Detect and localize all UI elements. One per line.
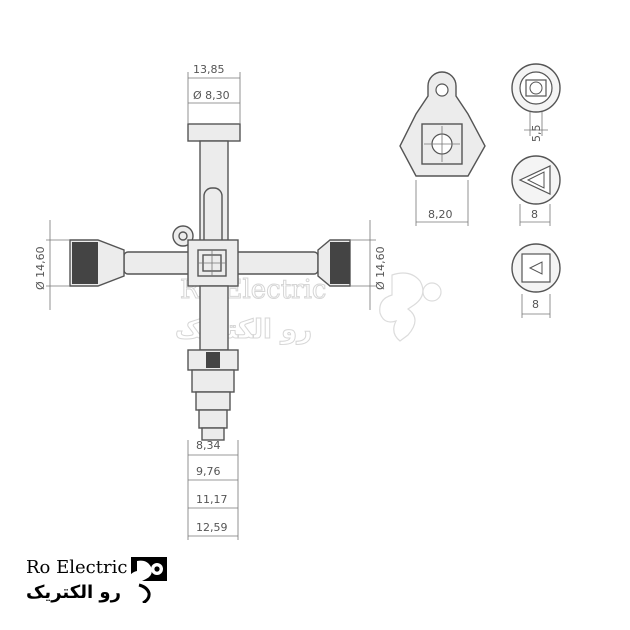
top-head: [187, 123, 241, 142]
dim-hex-width: 8,20: [428, 208, 453, 221]
dim-left-diameter: Ø 14,60: [34, 246, 47, 290]
bottom-shaft: [199, 285, 229, 351]
side-lug-hole: [178, 231, 188, 241]
bit-collar-slot: [206, 352, 220, 368]
watermark-logo-dot-icon: [422, 282, 442, 302]
right-arm: [233, 251, 319, 275]
watermark-logo-icon: [379, 272, 424, 342]
square-view: [511, 243, 561, 318]
dim-triangle: 8: [531, 208, 538, 221]
triangle-view: [511, 155, 561, 226]
dim-top-diameter: Ø 8,30: [193, 89, 230, 102]
bit-step-3: [198, 409, 228, 429]
dim-step-2: 9,76: [196, 465, 221, 478]
hex-head-view: [399, 71, 486, 226]
left-arm: [123, 251, 195, 275]
circle-slot-view: [511, 63, 561, 136]
bit-step-1: [191, 369, 235, 393]
dim-right-diameter: Ø 14,60: [374, 246, 387, 290]
left-socket-face: [72, 242, 98, 284]
inner-rod: [203, 187, 223, 249]
dim-top-width: 13,85: [193, 63, 225, 76]
dim-square: 8: [532, 298, 539, 311]
dim-circle-slot: 5,5: [530, 125, 543, 143]
brand-arabic-name: رو الکتریک: [26, 582, 121, 603]
dim-step-3: 11,17: [196, 493, 228, 506]
watermark-arabic-text: رو الکتریک: [175, 315, 312, 345]
right-socket-face: [330, 242, 350, 284]
bit-step-2: [195, 391, 231, 411]
brand-latin-name: Ro Electric: [26, 557, 128, 578]
cross-key: [69, 123, 351, 441]
brand-logo-icon: [131, 557, 167, 603]
dim-step-1: 8,34: [196, 439, 221, 452]
dim-step-4: 12,59: [196, 521, 228, 534]
dimension-lines: [46, 72, 376, 540]
bit-step-4: [201, 427, 225, 441]
